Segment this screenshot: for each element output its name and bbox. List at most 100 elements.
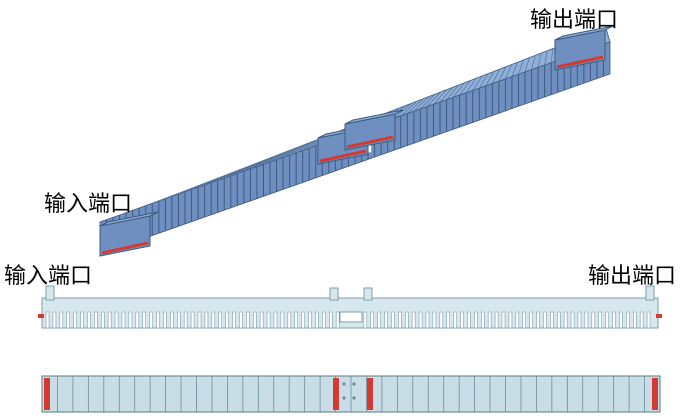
side-slot	[274, 312, 277, 328]
side-slot	[260, 312, 263, 328]
side-slot	[426, 312, 429, 328]
side-slot	[412, 312, 415, 328]
side-view	[38, 286, 662, 328]
side-slot	[163, 312, 166, 328]
side-output-port-label: 输出端口	[588, 258, 676, 290]
side-slot	[405, 312, 408, 328]
side-slot	[516, 312, 519, 328]
side-slot	[212, 312, 215, 328]
iso-input-port-label: 输入端口	[44, 186, 132, 218]
side-slot	[226, 312, 229, 328]
plan-center-bolt	[352, 396, 355, 399]
side-slot	[136, 312, 139, 328]
side-slot	[336, 312, 339, 328]
side-slot	[239, 312, 242, 328]
side-slot	[419, 312, 422, 328]
side-slot	[543, 312, 546, 328]
side-slot	[619, 312, 622, 328]
side-slot	[315, 312, 318, 328]
isometric-view	[100, 26, 613, 256]
side-slot	[495, 312, 498, 328]
side-slot	[585, 312, 588, 328]
side-slot	[122, 312, 125, 328]
side-slot	[53, 312, 56, 328]
side-slot	[364, 312, 367, 328]
side-slot	[253, 312, 256, 328]
side-slot	[67, 312, 70, 328]
side-slot	[447, 312, 450, 328]
side-slot	[640, 312, 643, 328]
side-slot	[295, 312, 298, 328]
side-slot	[488, 312, 491, 328]
side-slot	[184, 312, 187, 328]
side-slot	[378, 312, 381, 328]
side-slot	[626, 312, 629, 328]
side-slot	[267, 312, 270, 328]
side-slot	[302, 312, 305, 328]
side-slot	[530, 312, 533, 328]
side-slot	[633, 312, 636, 328]
side-slot	[150, 312, 153, 328]
side-slot	[157, 312, 160, 328]
side-slot	[454, 312, 457, 328]
side-input-port-label: 输入端口	[4, 258, 92, 290]
side-slot	[474, 312, 477, 328]
side-slot	[509, 312, 512, 328]
side-slot	[108, 312, 111, 328]
side-slot	[564, 312, 567, 328]
side-slot	[46, 312, 49, 328]
side-slot	[115, 312, 118, 328]
side-mid-post-left	[330, 288, 338, 300]
side-slot	[461, 312, 464, 328]
side-slot	[550, 312, 553, 328]
plan-output-bar	[652, 378, 658, 410]
plan-mid-bar-left	[333, 378, 339, 410]
side-slot	[599, 312, 602, 328]
iso-output-port-label: 输出端口	[530, 2, 618, 34]
side-slot	[371, 312, 374, 328]
side-slot	[592, 312, 595, 328]
side-slot	[440, 312, 443, 328]
side-slot	[170, 312, 173, 328]
side-slot	[578, 312, 581, 328]
side-slot	[74, 312, 77, 328]
side-slot	[647, 312, 650, 328]
plan-input-bar	[44, 378, 50, 410]
plan-mid-bar-right	[367, 378, 373, 410]
side-center-coupler	[340, 312, 362, 322]
side-slot	[467, 312, 470, 328]
side-slot	[523, 312, 526, 328]
plan-center-bolt	[352, 382, 355, 385]
side-slot	[502, 312, 505, 328]
side-slot	[246, 312, 249, 328]
plan-center-bolt	[342, 382, 345, 385]
side-output-marker	[656, 314, 662, 318]
side-slot	[322, 312, 325, 328]
side-slot	[94, 312, 97, 328]
side-slot	[101, 312, 104, 328]
side-slot	[288, 312, 291, 328]
side-slot	[281, 312, 284, 328]
side-mid-post-right	[364, 288, 372, 300]
side-slot	[60, 312, 63, 328]
side-slot	[391, 312, 394, 328]
side-slot	[606, 312, 609, 328]
side-slot	[81, 312, 84, 328]
side-slot	[557, 312, 560, 328]
side-slot	[143, 312, 146, 328]
side-slot	[191, 312, 194, 328]
side-slot	[433, 312, 436, 328]
side-slot	[613, 312, 616, 328]
side-slot	[219, 312, 222, 328]
side-input-marker	[38, 314, 44, 318]
side-slot	[329, 312, 332, 328]
side-slot	[571, 312, 574, 328]
side-slot	[177, 312, 180, 328]
side-slot	[398, 312, 401, 328]
side-slot	[385, 312, 388, 328]
side-slot	[233, 312, 236, 328]
side-slot	[198, 312, 201, 328]
side-slot	[87, 312, 90, 328]
plan-view	[42, 376, 660, 412]
